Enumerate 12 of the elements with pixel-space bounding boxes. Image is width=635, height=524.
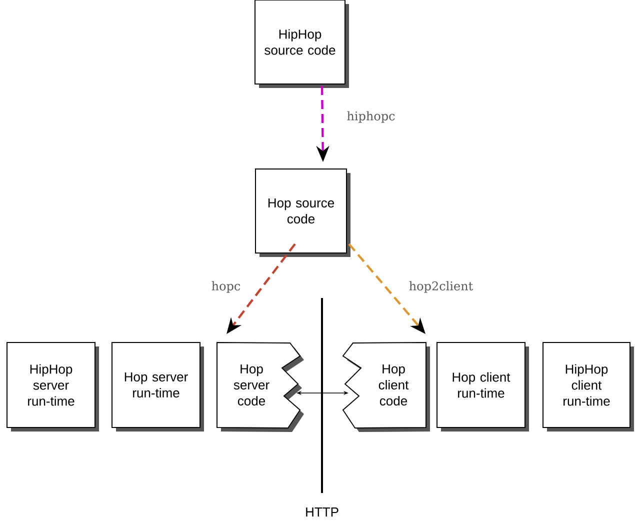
code-box: Hop server run-time (112, 342, 204, 432)
code-box: Hop source code (255, 168, 350, 257)
torn-code-box: Hop server code (216, 342, 304, 432)
edge-label: hiphopc (346, 110, 396, 124)
code-box: HipHop server run-time (6, 342, 99, 432)
torn-code-box: Hop client code (342, 342, 430, 432)
code-box: HipHop source code (254, 0, 349, 88)
code-box: HipHop client run-time (542, 342, 634, 432)
code-box: Hop client run-time (436, 342, 529, 432)
edge-label: hop2client (408, 280, 474, 294)
edge-label: hopc (210, 280, 242, 294)
line-label: HTTP (306, 508, 338, 516)
